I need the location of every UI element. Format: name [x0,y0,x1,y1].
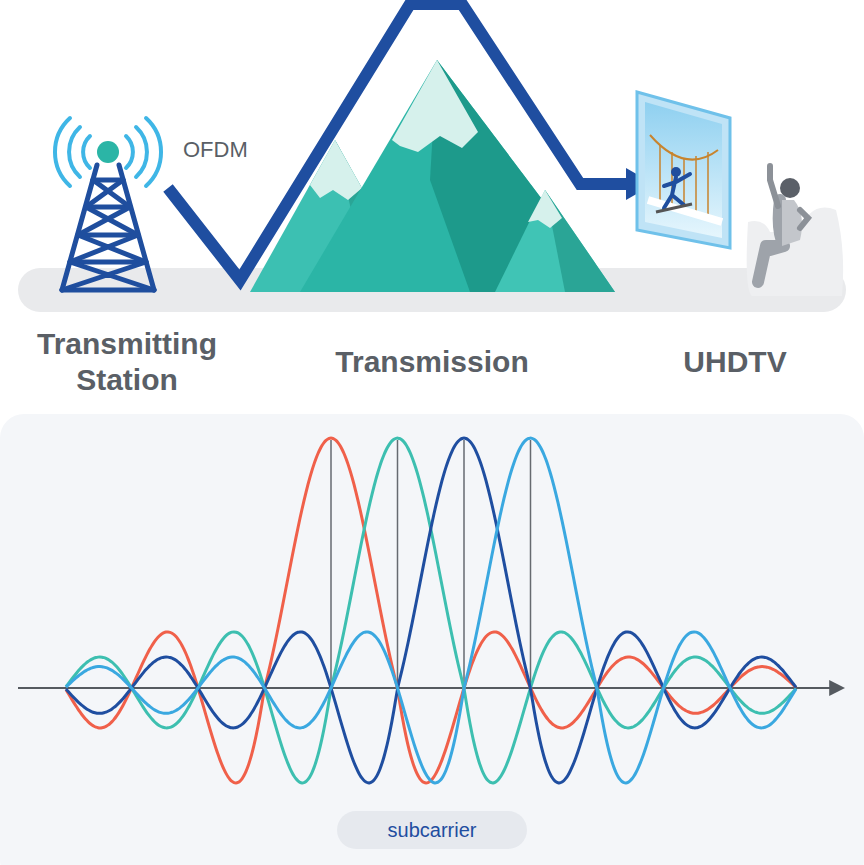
signal-path [168,4,654,280]
viewer-armchair [747,166,843,296]
spectrum-panel [0,414,864,865]
frequency-axis [18,687,842,689]
subcarrier-wave [66,438,796,783]
subcarrier-wave [66,438,796,783]
peak-marker [397,440,399,688]
node-text: subcarrier [388,819,477,842]
section-label: Transmission [292,344,572,380]
peak-marker [330,440,332,688]
transmitting-tower [55,118,161,290]
station-label: Transmitting Station [18,326,236,398]
subcarrier-wave [66,438,796,783]
peak-marker [530,440,532,688]
subcarrier-pill: subcarrier [337,811,527,849]
subcarrier-wave [66,438,796,783]
subcarrier-curves [66,438,796,783]
signal-label: OFDM [183,137,273,163]
section-label: UHDTV [660,344,810,380]
uhdtv-screen [637,92,730,248]
peak-marker [463,440,465,688]
